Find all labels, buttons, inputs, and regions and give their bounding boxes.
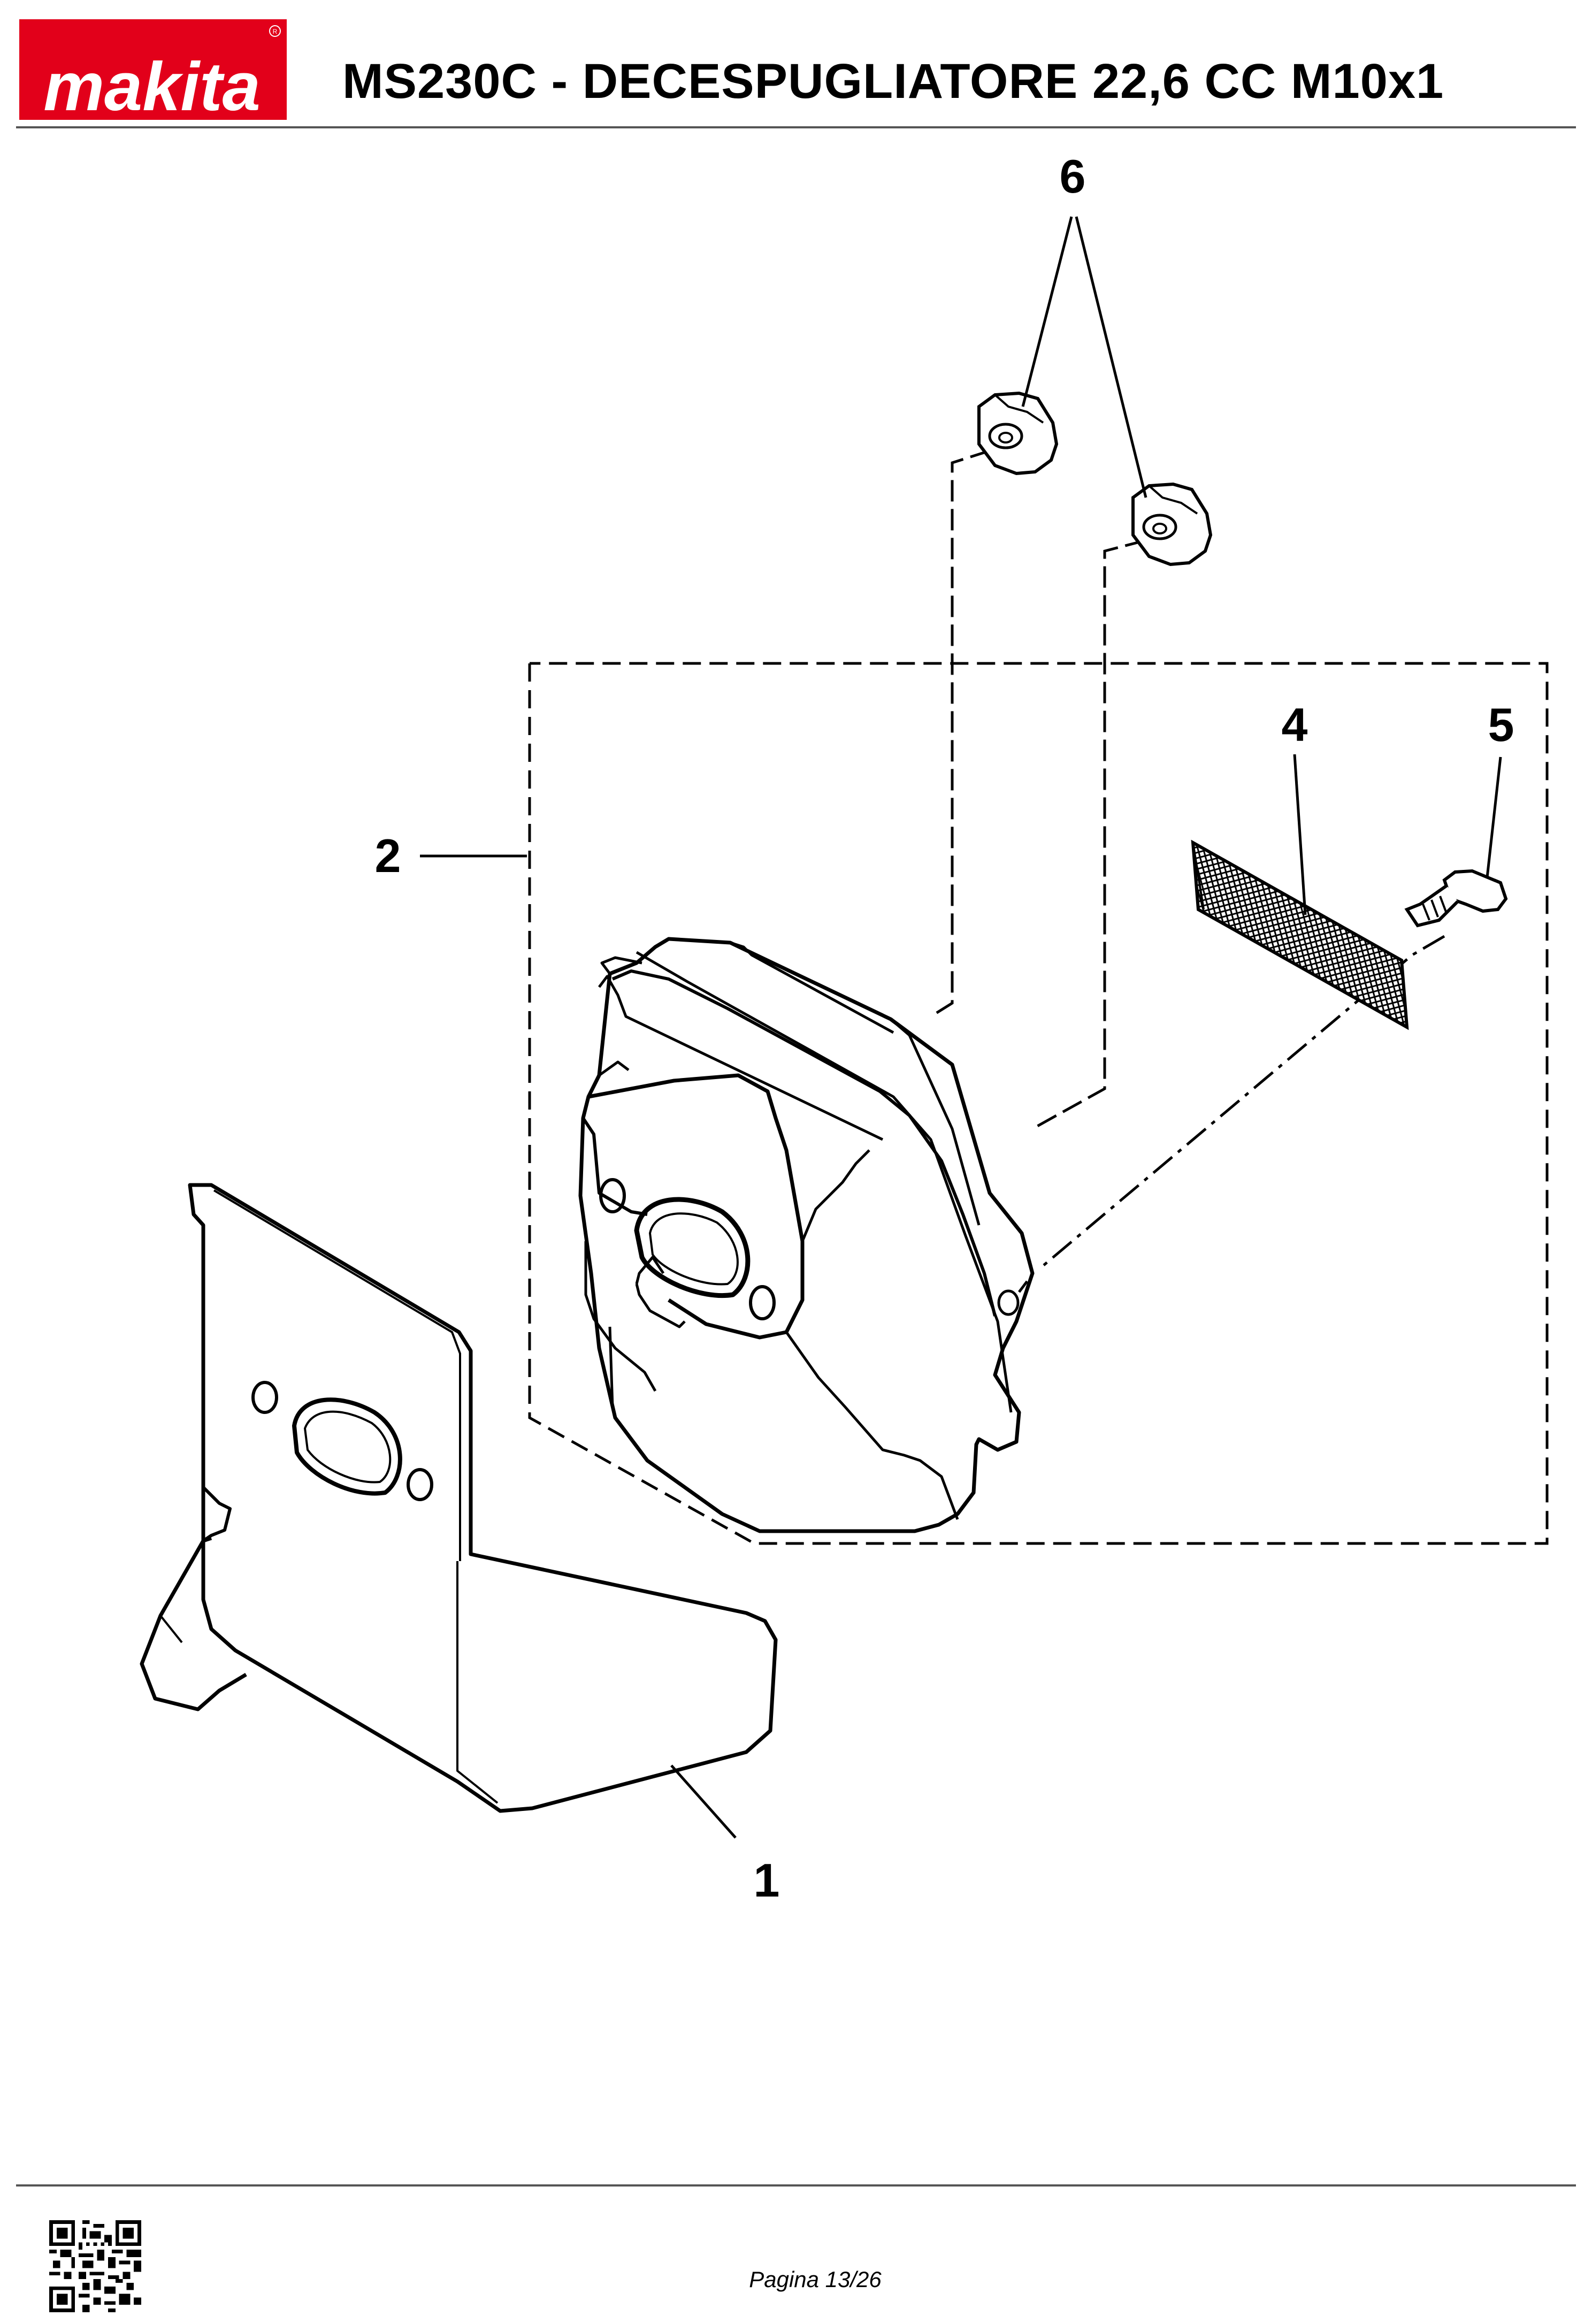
callout-5: 5 (1488, 698, 1514, 751)
callout-2: 2 (375, 829, 401, 882)
page-number: Pagina 13/26 (0, 2267, 1592, 2292)
header-divider (16, 126, 1576, 128)
brand-wordmark: makita (43, 49, 261, 120)
callout-4: 4 (1282, 698, 1308, 751)
nut-leader-left (930, 449, 991, 1018)
makita-logo: makita R (19, 19, 287, 120)
callout-6: 6 (1060, 150, 1086, 203)
part-4-spark-screen (1191, 839, 1409, 1030)
screw-leader (1039, 935, 1445, 1269)
assembly-group-box (528, 662, 1549, 1545)
part-1-gasket (140, 1183, 778, 1813)
part-6-nut-left (977, 391, 1059, 476)
part-5-screw (1404, 869, 1508, 928)
footer-divider (16, 2184, 1576, 2187)
callout-1: 1 (754, 1854, 780, 1907)
page-number-label: Pagina 13/26 (749, 2267, 882, 2292)
svg-text:R: R (273, 28, 278, 35)
part-2-muffler (578, 937, 1035, 1533)
callout-leaders (420, 216, 1502, 1839)
part-6-nut-right (1131, 482, 1213, 567)
nut-leader-right (1031, 539, 1146, 1130)
qr-code (49, 2220, 141, 2312)
page-title: MS230C - DECESPUGLIATORE 22,6 CC M10x1 (342, 54, 1444, 109)
